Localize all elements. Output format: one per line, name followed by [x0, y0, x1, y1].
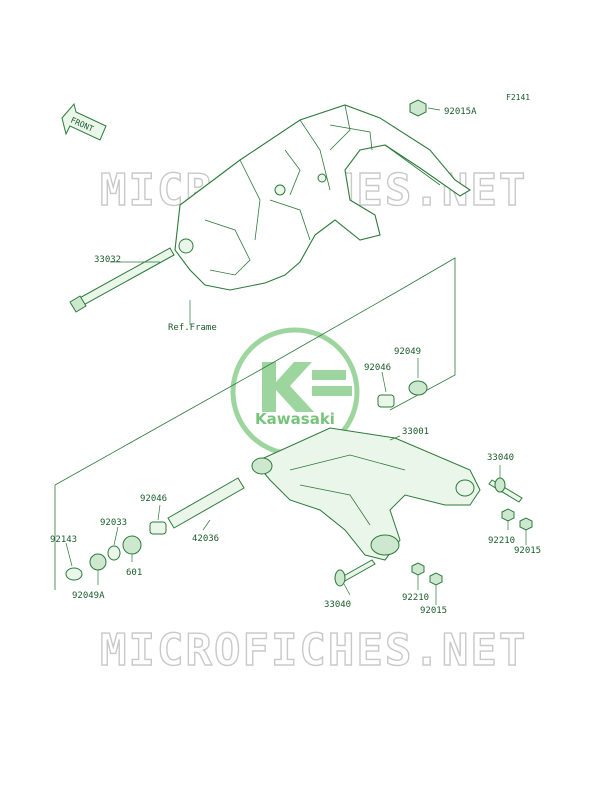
- front-arrow-icon: FRONT: [61, 102, 107, 141]
- frame-assembly: [174, 104, 472, 291]
- label-92015-lower: 92015: [420, 606, 447, 616]
- collar-92049A: [89, 553, 107, 571]
- label-92015-upper: 92015: [514, 546, 541, 556]
- label-33001: 33001: [402, 427, 429, 437]
- watermark-bottom: MICROFICHES.NET: [100, 625, 527, 676]
- swingarm: [251, 427, 481, 561]
- label-92015A: 92015A: [444, 107, 477, 117]
- nut-92015A: [409, 99, 427, 117]
- label-92033: 92033: [100, 518, 127, 528]
- bearing-92046-lower: [149, 521, 167, 535]
- chain-adjuster-upper: [488, 479, 523, 503]
- pivot-shaft: [69, 247, 175, 313]
- nut-92210-upper: [501, 508, 515, 522]
- leader-lines: [65, 107, 527, 605]
- figure-code: F2141: [506, 93, 530, 102]
- bearing-92046-upper: [377, 394, 395, 408]
- logo-text: Kawasaki: [255, 410, 335, 428]
- adjuster-head-upper: [494, 477, 506, 493]
- circlip-92033: [107, 545, 121, 561]
- adjuster-head-lower: [334, 569, 346, 587]
- label-92046-upper: 92046: [364, 363, 391, 373]
- label-92210-lower: 92210: [402, 593, 429, 603]
- reference-box: [54, 257, 456, 590]
- collar-92049: [408, 380, 428, 396]
- label-ref-frame: Ref.Frame: [168, 323, 217, 333]
- label-92049A: 92049A: [72, 591, 105, 601]
- label-601: 601: [126, 568, 142, 578]
- nut-92210-lower: [411, 562, 425, 576]
- label-33032: 33032: [94, 255, 121, 265]
- nut-92015-upper: [519, 517, 533, 531]
- label-92049: 92049: [394, 347, 421, 357]
- nut-92015-lower: [429, 572, 443, 586]
- label-92046-lower: 92046: [140, 494, 167, 504]
- label-92210-upper: 92210: [488, 536, 515, 546]
- cap-92143: [65, 567, 83, 581]
- label-42036: 42036: [192, 534, 219, 544]
- oil-seal-601: [122, 535, 142, 555]
- sleeve-42036: [167, 477, 245, 529]
- label-33040-lower: 33040: [324, 600, 351, 610]
- label-92143: 92143: [50, 535, 77, 545]
- label-33040-upper: 33040: [487, 453, 514, 463]
